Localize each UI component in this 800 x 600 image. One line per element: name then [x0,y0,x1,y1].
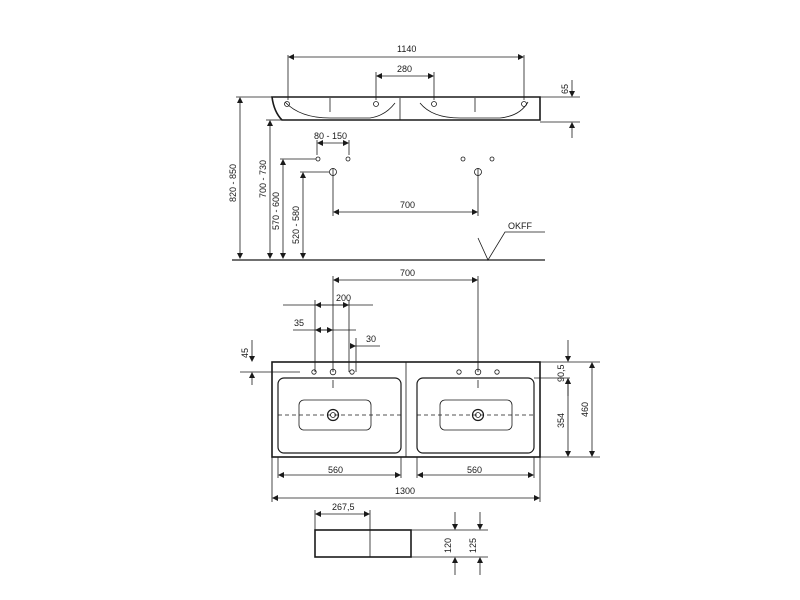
dim-65: 65 [560,84,570,94]
dim-200: 200 [336,293,351,303]
basin-side-profile [271,96,541,121]
dim-560-left: 560 [328,465,343,475]
dim-125: 125 [468,538,478,553]
dim-280: 280 [397,64,412,74]
dim-267-5: 267,5 [332,502,355,512]
dim-570-600: 570 - 600 [271,192,281,230]
bowl-left [277,377,402,454]
front-view: 267,5 120 125 [314,502,488,575]
dim-700-top: 700 [400,268,415,278]
basin-front-outline [314,529,412,558]
dim-80-150: 80 - 150 [314,131,347,141]
dim-560-right: 560 [467,465,482,475]
dim-45: 45 [240,348,250,358]
dim-354: 354 [556,413,566,428]
dim-700-side: 700 [400,200,415,210]
dim-120: 120 [443,538,453,553]
dim-520-580: 520 - 580 [291,206,301,244]
dim-30: 30 [366,334,376,344]
dim-1300: 1300 [395,486,415,496]
bowl-right [416,377,535,454]
floor-label: OKFF [508,221,533,231]
dim-35: 35 [294,318,304,328]
dim-1140: 1140 [397,44,416,54]
side-view: 1140 280 65 80 - 150 700 820 [228,44,580,261]
dim-820-850: 820 - 850 [228,164,238,202]
dim-90-5: 90,5 [556,364,566,382]
dim-460: 460 [580,402,590,417]
top-view: 700 200 35 30 45 [240,268,600,502]
dim-700-730: 700 - 730 [258,160,268,198]
